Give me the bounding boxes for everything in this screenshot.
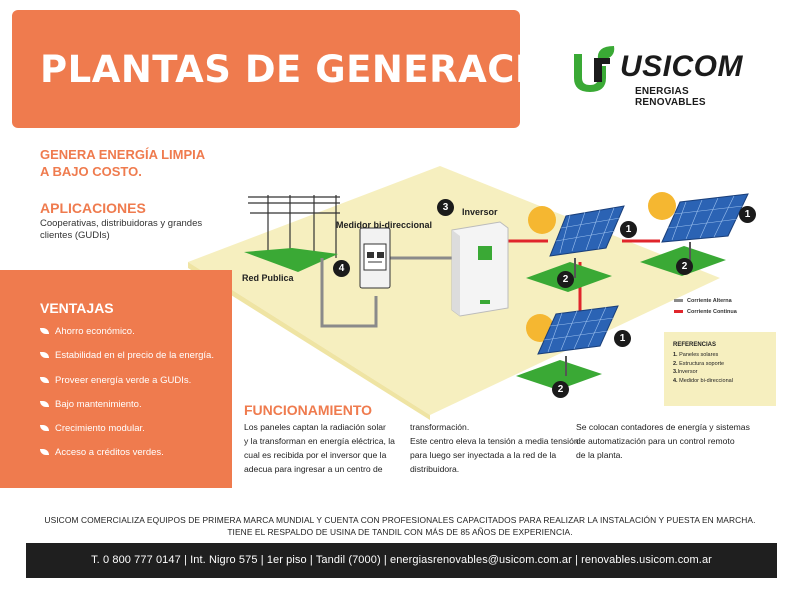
logo-name: USICOM	[620, 50, 743, 83]
list-item: Bajo mantenimiento.	[40, 399, 214, 423]
legend-dc-swatch	[674, 310, 683, 313]
sun-3	[526, 314, 554, 342]
note-line-2: TIENE EL RESPALDO DE USINA DE TANDIL CON…	[227, 527, 573, 537]
legend-dc-label: Corriente Continua	[687, 308, 737, 315]
funcionamiento-col-3: Se colocan contadores de energía y siste…	[576, 422, 750, 460]
references-title: REFERENCIAS	[673, 342, 717, 348]
legend-ac-swatch	[674, 299, 683, 302]
inverter-unit	[451, 221, 509, 317]
badge-2-structure-2: 2	[676, 258, 693, 275]
label-red-publica: Red Publica	[242, 273, 294, 283]
leaf-bullet-icon	[40, 376, 49, 383]
ventajas-list: Ahorro económico. Estabilidad en el prec…	[40, 326, 214, 472]
legend-ac-label: Corriente Alterna	[687, 297, 732, 304]
references-box: REFERENCIAS 1. Paneles solares 2. Estruc…	[664, 332, 776, 406]
solar-panel-2	[640, 193, 749, 276]
reference-item: 4. Medidor bi-direccional	[673, 377, 733, 384]
label-inversor: Inversor	[462, 207, 498, 217]
ventajas-panel	[0, 270, 232, 488]
label-medidor: Medidor bi-direccional	[336, 220, 433, 230]
solar-panel-1	[526, 205, 625, 292]
badge-2-structure: 2	[557, 271, 574, 288]
usicom-leaf-icon	[574, 46, 615, 92]
current-legend: Corriente Alterna Corriente Continua	[674, 295, 737, 317]
reference-item: 3.Inversor	[673, 369, 698, 375]
leaf-bullet-icon	[40, 400, 49, 407]
sun-1	[528, 206, 556, 234]
bidirectional-meter	[359, 227, 391, 289]
leaf-bullet-icon	[40, 352, 49, 359]
badge-2-structure-3: 2	[552, 381, 569, 398]
badge-3-inversor: 3	[437, 199, 454, 216]
power-line-tower	[248, 195, 340, 258]
usicom-logo[interactable]: USICOM ENERGIAS RENOVABLES	[572, 42, 762, 108]
reference-item: 1. Paneles solares	[673, 352, 719, 358]
list-item: Acceso a créditos verdes.	[40, 447, 214, 471]
legend-ac: Corriente Alterna	[674, 295, 737, 306]
logo-subtitle: ENERGIAS RENOVABLES	[635, 86, 706, 108]
legend-dc: Corriente Continua	[674, 306, 737, 317]
page-title: PLANTAS DE GENERACIÓN	[40, 48, 593, 91]
leaf-bullet-icon	[40, 425, 49, 432]
badge-1-panel-3: 1	[614, 330, 631, 347]
badge-1-panel-2: 1	[739, 206, 756, 223]
aplicaciones-heading: APLICACIONES	[40, 200, 146, 216]
tagline: GENERA ENERGÍA LIMPIA A BAJO COSTO.	[40, 146, 205, 180]
funcionamiento-heading: FUNCIONAMIENTO	[244, 402, 373, 418]
note-line-1: USICOM COMERCIALIZA EQUIPOS DE PRIMERA M…	[44, 515, 756, 525]
funcionamiento-col-2: transformación.Este centro eleva la tens…	[410, 422, 579, 474]
badge-4-medidor: 4	[333, 260, 350, 277]
badge-1-panel: 1	[620, 221, 637, 238]
list-item: Crecimiento modular.	[40, 423, 214, 447]
leaf-bullet-icon	[40, 328, 49, 334]
list-item: Proveer energía verde a GUDIs.	[40, 375, 214, 399]
ventajas-heading: VENTAJAS	[40, 300, 114, 316]
ground-platform	[188, 166, 720, 415]
tagline-line-1: GENERA ENERGÍA LIMPIA	[40, 147, 206, 162]
green-base-red	[244, 248, 338, 272]
solar-panel-3	[516, 305, 619, 390]
header-banner	[12, 10, 520, 128]
contact-footer[interactable]: T. 0 800 777 0147 | Int. Nigro 575 | 1er…	[26, 543, 777, 578]
leaf-bullet-icon	[40, 449, 49, 456]
list-item: Estabilidad en el precio de la energía.	[40, 350, 214, 374]
list-item: Ahorro económico.	[40, 326, 214, 350]
aplicaciones-text: Cooperativas, distribuidoras y grandes c…	[40, 218, 203, 241]
tagline-line-2: A BAJO COSTO.	[40, 164, 142, 179]
reference-item: 2. Estructura soporte	[673, 360, 725, 367]
sun-2	[648, 192, 676, 220]
